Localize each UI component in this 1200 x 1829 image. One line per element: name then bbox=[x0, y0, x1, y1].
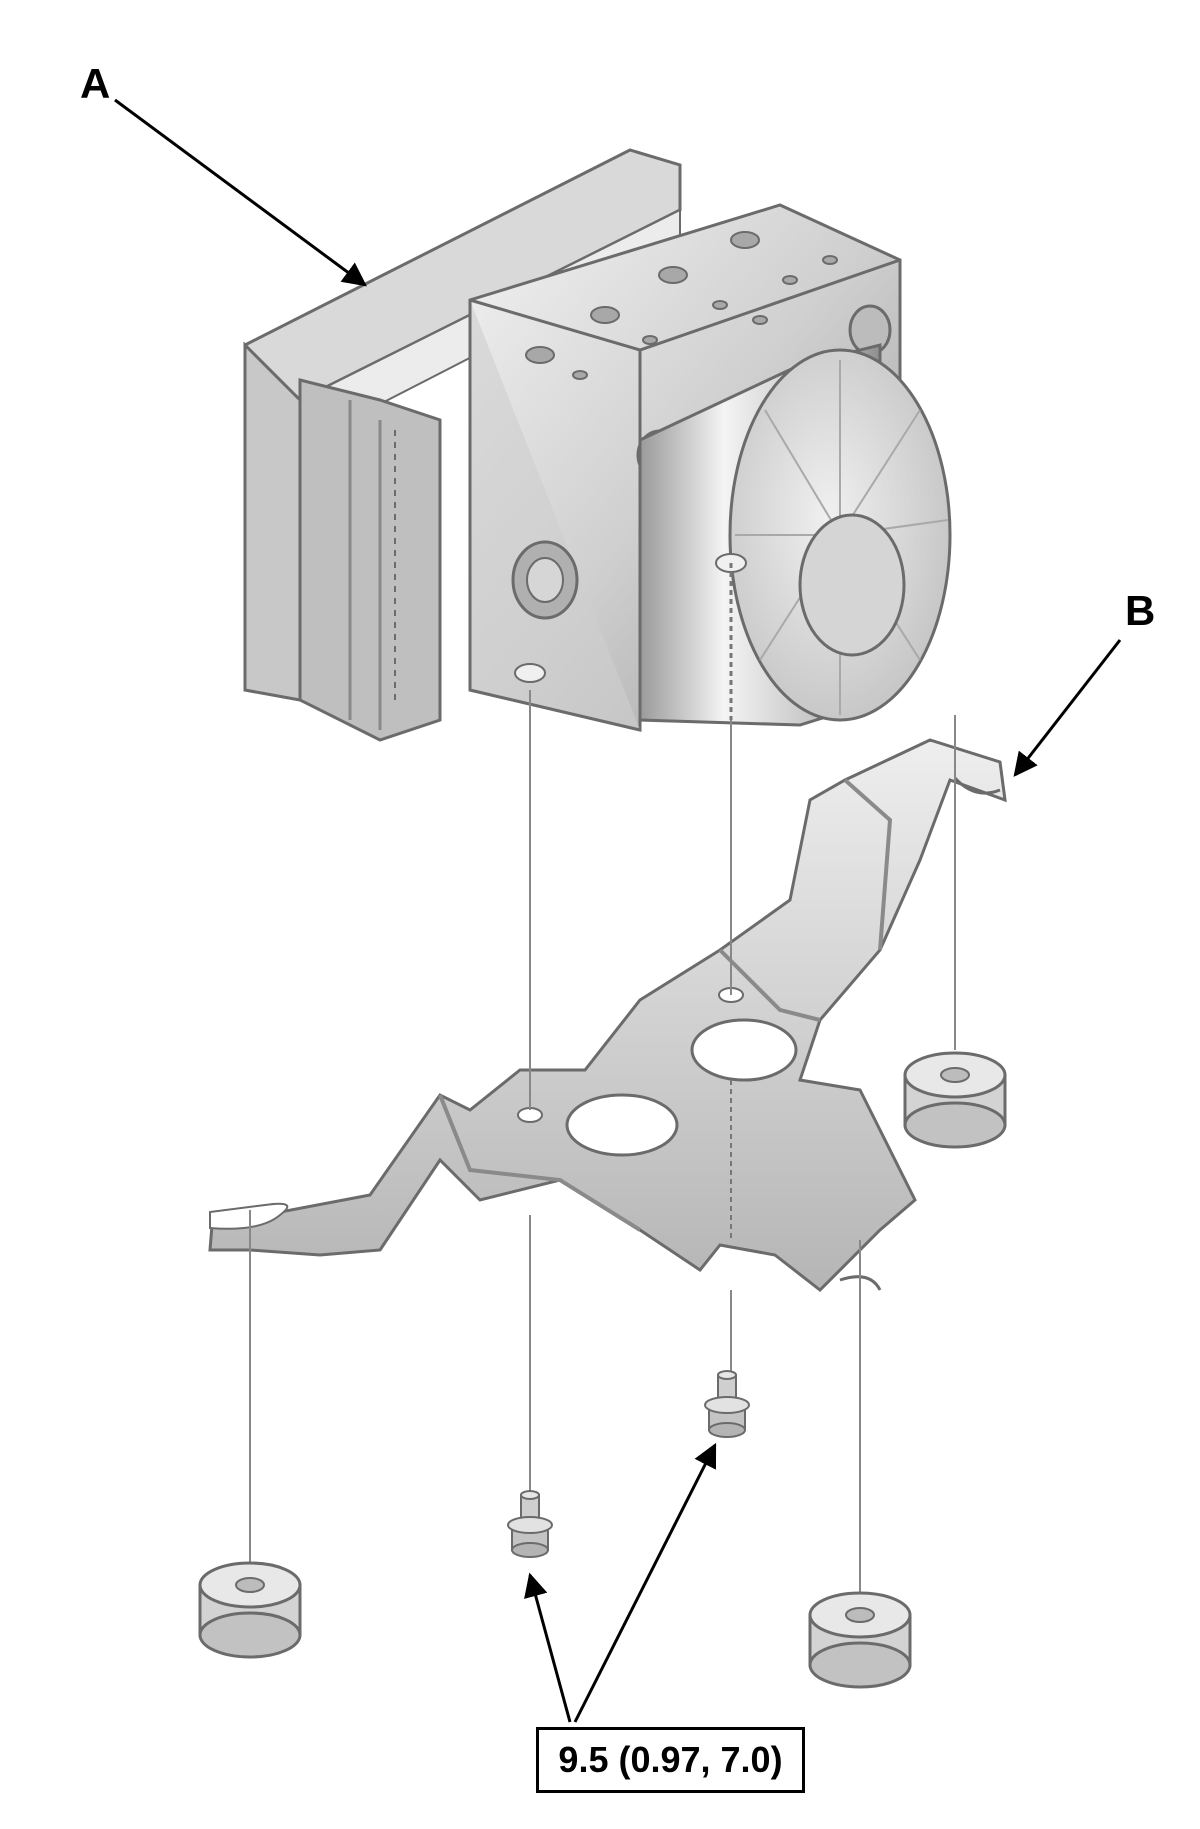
callout-label-b: B bbox=[1125, 587, 1155, 634]
torque-spec-box: 9.5 (0.97, 7.0) bbox=[536, 1727, 805, 1793]
mounting-bracket bbox=[208, 738, 1007, 1292]
rubber-mount bbox=[808, 1591, 912, 1689]
rubber-mount bbox=[903, 1051, 1007, 1149]
rubber-mount bbox=[198, 1561, 302, 1659]
alignment-lines bbox=[249, 690, 956, 1600]
callout-label-a: A bbox=[80, 60, 110, 107]
leader-lines bbox=[114, 98, 1122, 1723]
abs-modulator-unit bbox=[243, 148, 952, 742]
flange-bolt bbox=[704, 1370, 750, 1438]
torque-spec-text: 9.5 (0.97, 7.0) bbox=[558, 1739, 783, 1780]
flange-bolt bbox=[507, 1490, 553, 1558]
